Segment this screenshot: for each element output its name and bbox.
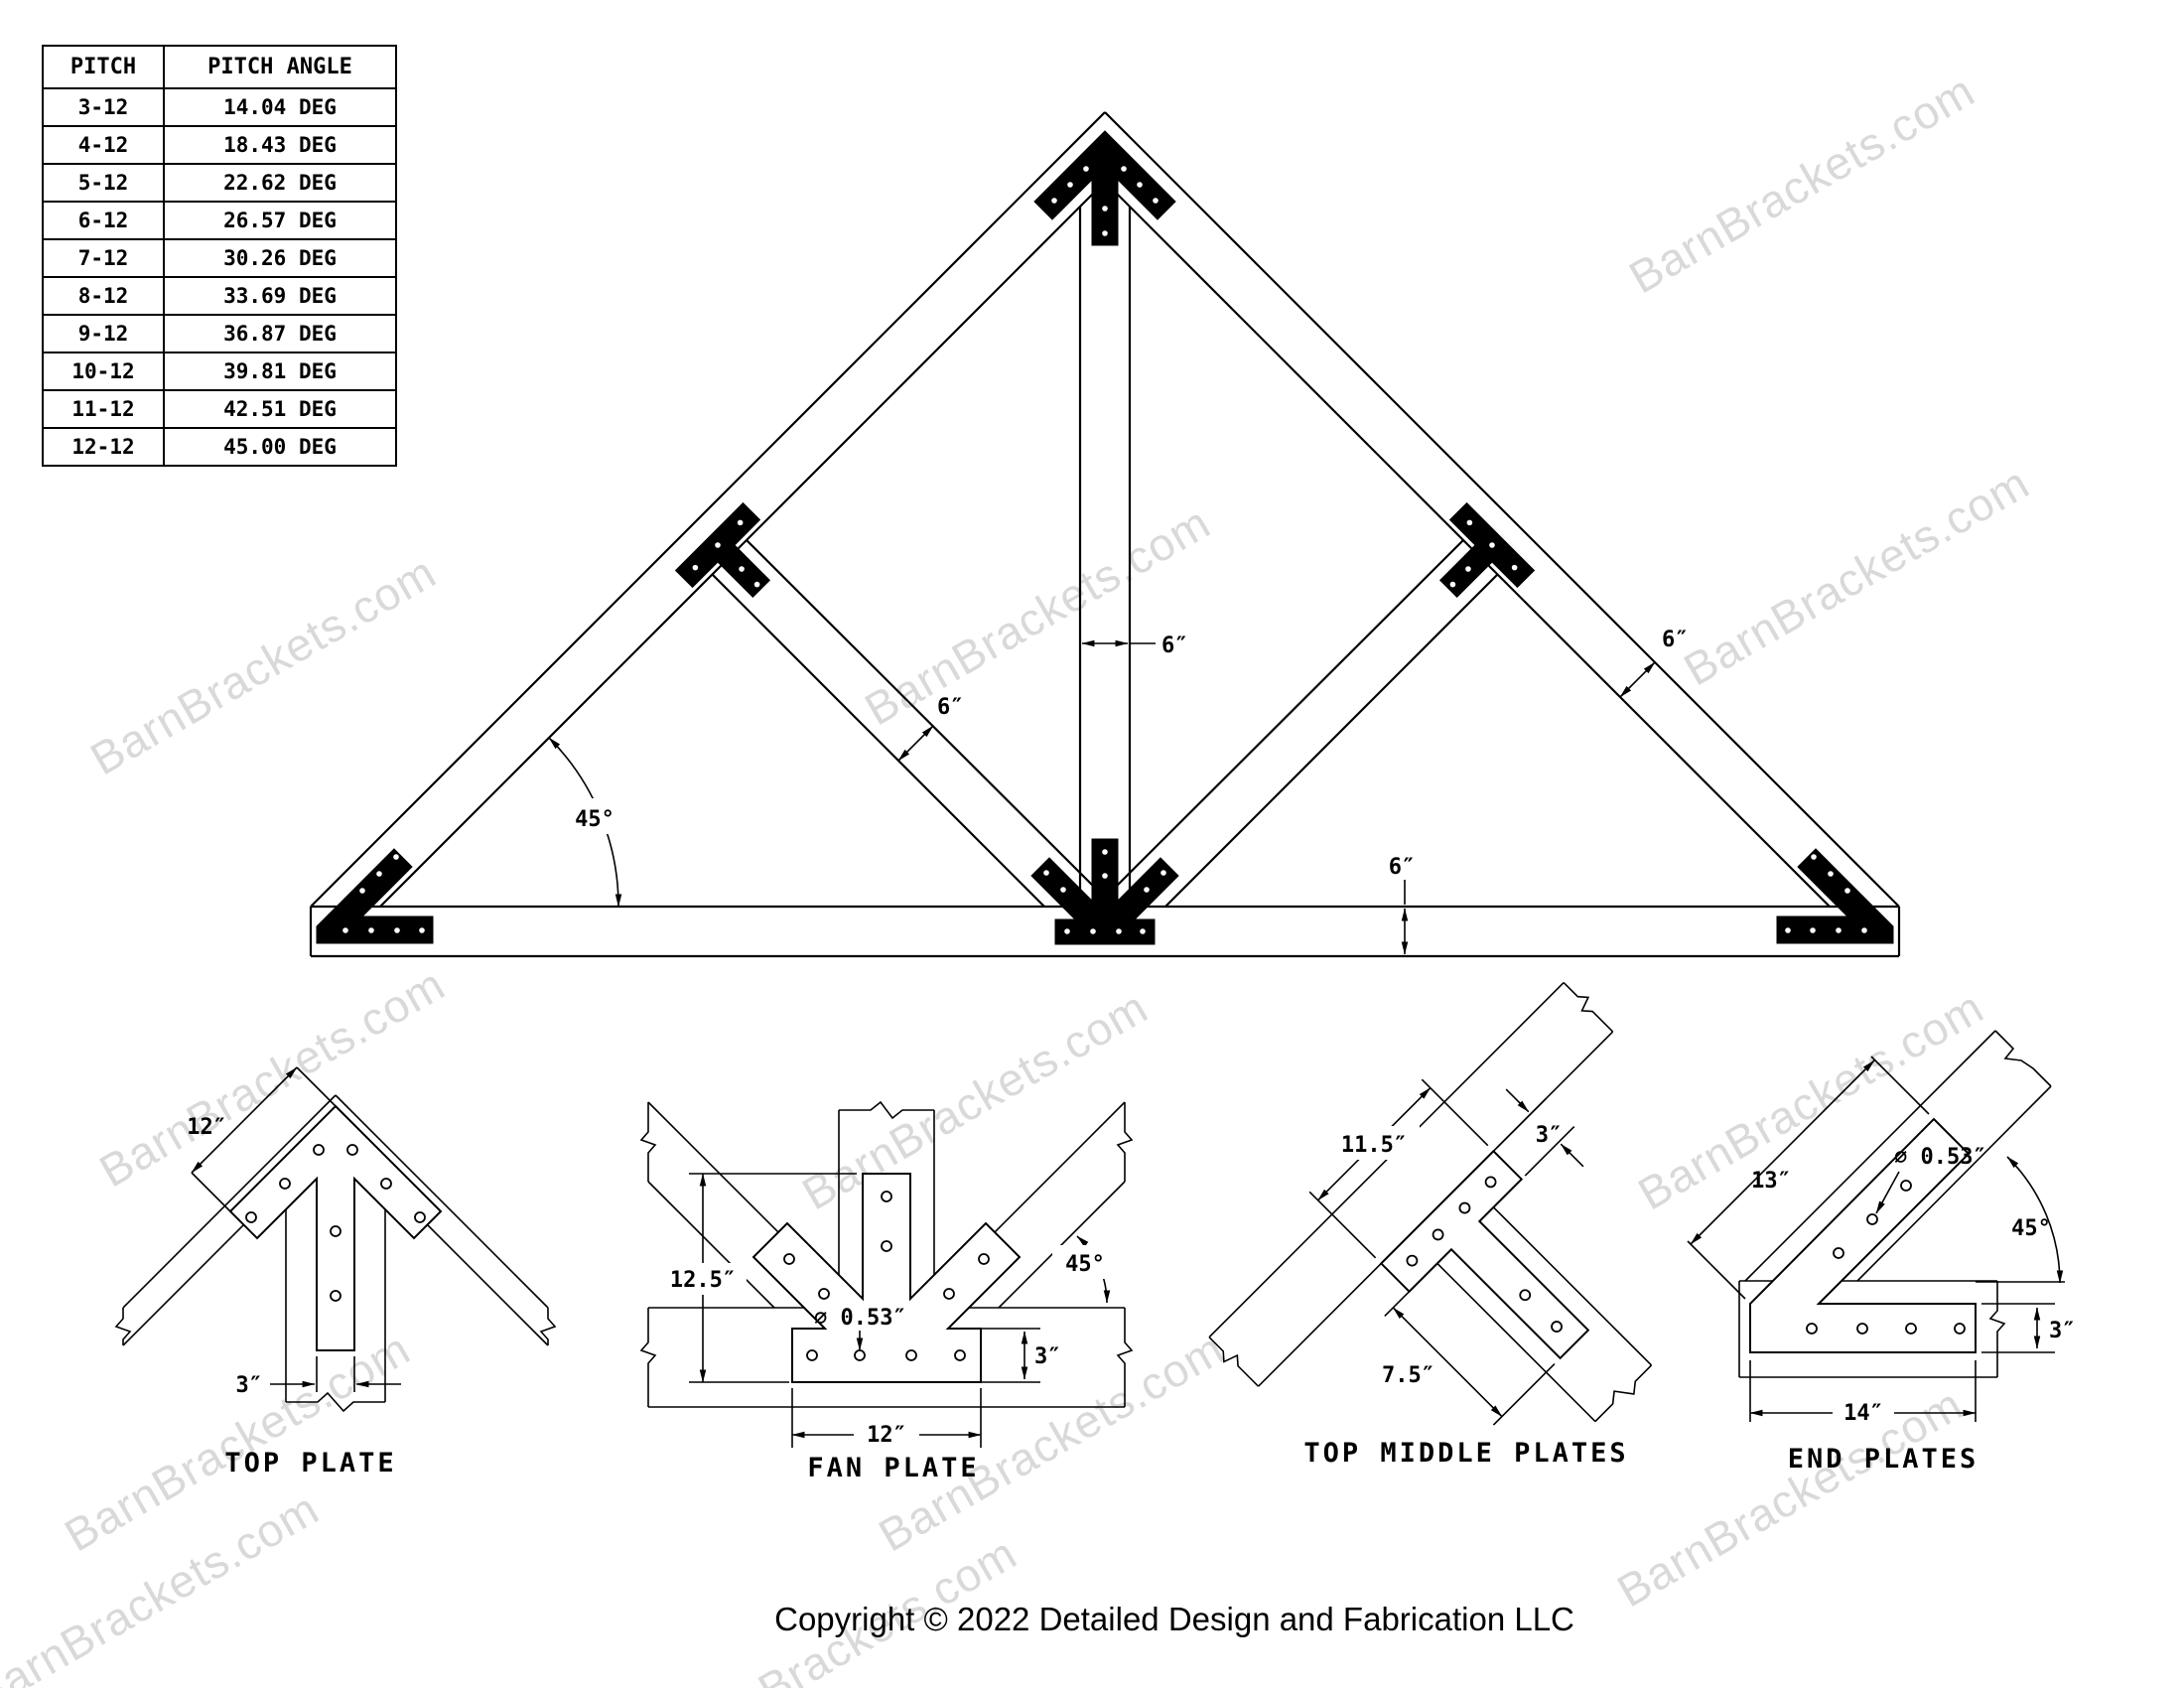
detail-dims [1687,1055,2065,1425]
pitch-angle-cell: 14.04 DEG [163,87,397,127]
detail-title: END PLATES [1788,1444,1979,1475]
dim-angle: 45° [2011,1216,2051,1241]
dim-bar-width: 3″ [1536,1123,1563,1148]
left-t-plate [674,501,771,599]
pitch-cell: 6-12 [42,201,165,240]
dim-hole-diameter: ⌀ 0.53″ [814,1306,906,1331]
detail-title: TOP MIDDLE PLATES [1303,1438,1628,1469]
bottom-fan-plate [1030,838,1179,945]
pitch-angle-cell: 36.87 DEG [163,314,397,353]
pitch-angle-cell: 33.69 DEG [163,276,397,316]
pitch-cell: 4-12 [42,125,165,165]
pitch-cell: 5-12 [42,163,165,203]
dim-leg-height: 3″ [2049,1319,2076,1343]
pitch-angle-cell: 26.57 DEG [163,201,397,240]
detail-end-plates: 13″ ⌀ 0.53″ 45° 3″ 14″ END PLATES [1687,1030,2076,1475]
pitch-angle-cell: 45.00 DEG [163,427,397,467]
fan-plate-outline [751,1173,1022,1383]
pitch-table-header-row: PITCH PITCH ANGLE [42,45,397,89]
detail-top-middle-plates: 11.5″ 3″ 7.5″ TOP MIDDLE PLATES [1208,982,1653,1469]
left-t-plate-holes [692,519,760,588]
detail-dims [191,1066,401,1392]
dim-hole-diameter: ⌀ 0.53″ [1894,1145,1986,1170]
detail-title: FAN PLATE [807,1453,979,1483]
top-plate-holes [245,1144,426,1302]
dim-rafter: 6″ [1662,628,1689,652]
dim-chord: 6″ [1389,855,1416,880]
pitch-cell: 7-12 [42,238,165,278]
truss-plates [316,130,1894,945]
apex-plate [1033,130,1176,246]
right-t-plate [1438,501,1536,599]
dim-bar-length: 11.5″ [1341,1133,1407,1158]
pitch-cell: 12-12 [42,427,165,467]
fan-plate-holes [783,1191,990,1361]
dim-plate-height: 12.5″ [670,1268,736,1293]
pitch-cell: 8-12 [42,276,165,316]
pitch-angle-cell: 42.51 DEG [163,389,397,429]
pitch-angle-cell: 30.26 DEG [163,238,397,278]
detail-top-plate: 12″ 3″ TOP PLATE [114,1066,557,1478]
dim-leg-length: 14″ [1843,1401,1883,1426]
pitch-angle-cell: 22.62 DEG [163,163,397,203]
pitch-cell: 9-12 [42,314,165,353]
detail-fan-plate: 12.5″ ⌀ 0.53″ 45° 3″ 12″ FAN PLATE [639,1100,1134,1483]
pitch-cell: 11-12 [42,389,165,429]
right-end-plate [1776,848,1894,944]
left-end-plate [316,848,434,944]
apex-plate-holes [1051,166,1159,236]
truss-dimensions [548,639,1656,955]
pitch-angle-cell: 39.81 DEG [163,352,397,391]
pitch-angle-header: PITCH ANGLE [163,45,397,89]
detail-dims [1308,1078,1584,1426]
detail-title: TOP PLATE [224,1448,396,1478]
copyright-text: Copyright © 2022 Detailed Design and Fab… [774,1601,1574,1637]
dim-web: 6″ [937,695,964,720]
pitch-angle-cell: 18.43 DEG [163,125,397,165]
dim-arm-length: 13″ [1751,1169,1791,1194]
truss-dim-labels: 6″ 6″ 6″ 6″ 45° [575,628,1688,880]
detail-dims [659,1173,1118,1449]
dim-strap-height: 3″ [1034,1344,1061,1369]
pitch-header: PITCH [42,45,165,89]
top-middle-plate-holes [1406,1176,1563,1333]
end-plate-holes [1806,1180,1966,1335]
dim-stem-width: 3″ [236,1373,263,1398]
dim-king-post: 6″ [1161,633,1188,658]
pitch-cell: 3-12 [42,87,165,127]
dim-angle: 45° [1065,1252,1105,1277]
dim-base-angle: 45° [575,807,614,832]
dim-strap-width: 12″ [867,1423,906,1448]
dim-stem-length: 7.5″ [1382,1363,1434,1388]
dim-wing-length: 12″ [187,1115,226,1140]
pitch-cell: 10-12 [42,352,165,391]
